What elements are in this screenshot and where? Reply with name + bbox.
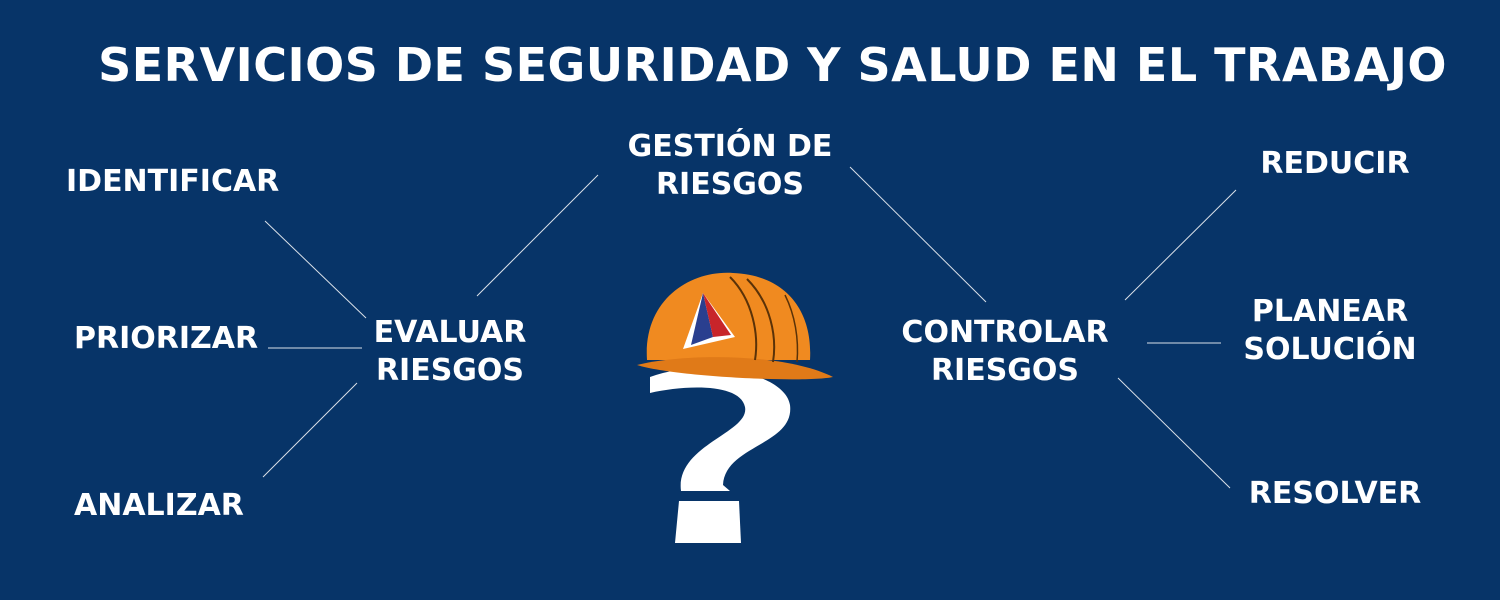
connector-evaluar-analizar (262, 382, 358, 478)
center-node-gestion-de-riesgos: GESTIÓN DE RIESGOS (620, 128, 840, 205)
node-evaluar-line2: RIESGOS (375, 353, 525, 389)
leaf-planear-solucion: PLANEAR SOLUCIÓN (1235, 293, 1425, 370)
leaf-reducir: REDUCIR (1260, 146, 1410, 181)
connector-evaluar-center (476, 174, 599, 297)
question-mark-icon (650, 368, 791, 543)
connector-evaluar-identificar (264, 220, 367, 319)
leaf-priorizar: PRIORIZAR (74, 321, 259, 356)
node-evaluar-riesgos: EVALUAR RIESGOS (355, 314, 545, 391)
leaf-identificar: IDENTIFICAR (66, 164, 280, 199)
connector-controlar-reducir (1124, 189, 1237, 301)
node-controlar-riesgos: CONTROLAR RIESGOS (890, 314, 1120, 391)
page-title: SERVICIOS DE SEGURIDAD Y SALUD EN EL TRA… (98, 38, 1447, 92)
logo-icon (683, 293, 735, 349)
leaf-resolver: RESOLVER (1248, 476, 1422, 511)
center-node-line2: RIESGOS (655, 167, 805, 203)
helmet-question-figure (637, 272, 833, 543)
helmet-icon (637, 272, 833, 380)
leaf-analizar: ANALIZAR (74, 488, 244, 523)
node-controlar-line2: RIESGOS (930, 353, 1080, 389)
connector-controlar-resolver (1117, 377, 1231, 489)
node-controlar-line1: CONTROLAR (901, 315, 1109, 350)
leaf-planear-line1: PLANEAR (1251, 294, 1409, 329)
center-node-line1: GESTIÓN DE (627, 129, 833, 164)
node-evaluar-line1: EVALUAR (373, 315, 527, 350)
connector-center-controlar (849, 166, 987, 303)
leaf-planear-line2: SOLUCIÓN (1243, 332, 1417, 368)
